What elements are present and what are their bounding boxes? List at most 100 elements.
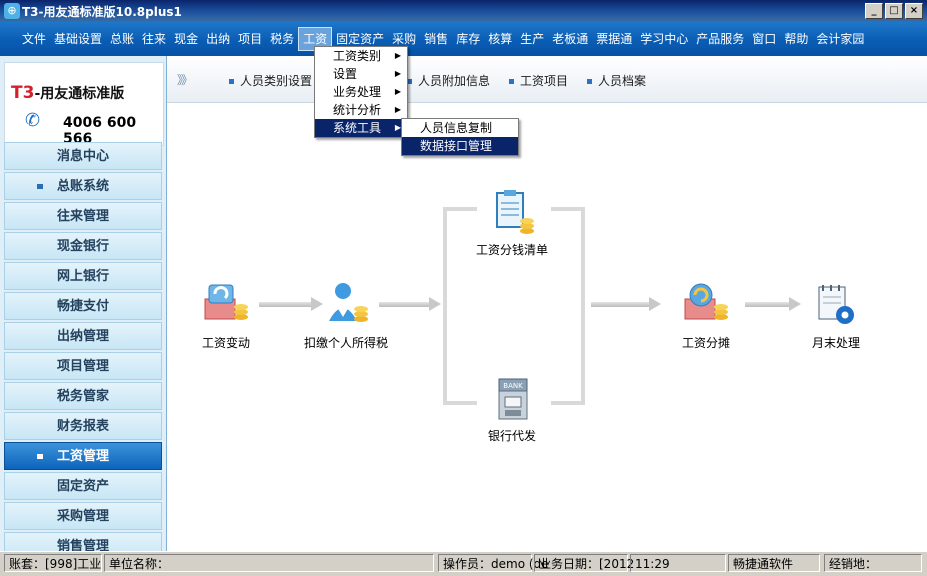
nav-item-financial-reports[interactable]: 财务报表 — [4, 412, 162, 440]
status-business-date: 业务日期：[2012 — [534, 554, 634, 572]
nav-item-message-center[interactable]: 消息中心 — [4, 142, 162, 170]
menu-receivables[interactable]: 往来 — [142, 32, 167, 46]
menu-project[interactable]: 项目 — [238, 32, 263, 46]
branch-bracket-right — [551, 207, 585, 405]
flow-node-salary-change[interactable]: 工资变动 — [171, 281, 281, 351]
flow-arrow — [379, 297, 441, 311]
menu-sales[interactable]: 销售 — [424, 32, 449, 46]
bullet-icon — [37, 454, 43, 459]
flow-node-cash-list[interactable]: 工资分钱清单 — [457, 189, 567, 259]
toolbar-person-extra-info[interactable]: 人员附加信息 — [407, 72, 490, 89]
menu-help[interactable]: 帮助 — [784, 32, 809, 46]
menu-purchase[interactable]: 采购 — [392, 32, 417, 46]
menu-cashier[interactable]: 出纳 — [206, 32, 231, 46]
menu-boss[interactable]: 老板通 — [552, 32, 589, 46]
module-nav-list: 消息中心 总账系统 往来管理 现金银行 网上银行 畅捷支付 出纳管理 项目管理 … — [4, 142, 162, 562]
menu-basic-settings[interactable]: 基础设置 — [54, 32, 103, 46]
nav-item-quick-pay[interactable]: 畅捷支付 — [4, 292, 162, 320]
status-vendor: 畅捷通软件 — [728, 554, 820, 572]
menu-item-statistics[interactable]: 统计分析▶ — [333, 103, 401, 117]
status-unit-name: 单位名称： — [104, 554, 434, 572]
flow-node-bank-payroll[interactable]: BANK 银行代发 — [457, 377, 567, 447]
node-label: 工资分钱清单 — [475, 243, 548, 257]
flow-node-salary-allocation[interactable]: 工资分摊 — [651, 281, 761, 351]
expand-arrow-icon[interactable]: 》》 — [177, 73, 193, 87]
node-label: 工资变动 — [201, 336, 250, 350]
bullet-icon — [229, 79, 234, 84]
menu-item-data-interface[interactable]: 数据接口管理 — [402, 137, 518, 155]
svg-text:BANK: BANK — [503, 382, 523, 390]
nav-item-fixed-assets[interactable]: 固定资产 — [4, 472, 162, 500]
system-tools-submenu: 人员信息复制 数据接口管理 — [401, 118, 519, 156]
menu-inventory[interactable]: 库存 — [456, 32, 481, 46]
menu-general-ledger[interactable]: 总账 — [110, 32, 135, 46]
menu-tax[interactable]: 税务 — [270, 32, 295, 46]
menu-file[interactable]: 文件 — [22, 32, 47, 46]
menu-item-copy-person-info[interactable]: 人员信息复制 — [420, 121, 493, 135]
nav-item-purchase[interactable]: 采购管理 — [4, 502, 162, 530]
nav-item-salary[interactable]: 工资管理 — [4, 442, 162, 470]
menu-item-system-tools[interactable]: 系统工具▶ — [315, 119, 407, 137]
maximize-button[interactable]: □ — [885, 3, 903, 19]
brand-name: T3-用友通标准版 — [11, 83, 125, 103]
close-button[interactable]: × — [905, 3, 923, 19]
status-operator: 操作员：demo (de — [438, 554, 549, 572]
bullet-icon — [587, 79, 592, 84]
bullet-icon — [509, 79, 514, 84]
toolbar-person-category[interactable]: 人员类别设置 — [229, 72, 312, 89]
nav-item-receivables[interactable]: 往来管理 — [4, 202, 162, 230]
submenu-arrow-icon: ▶ — [394, 87, 401, 96]
menu-accounting[interactable]: 核算 — [488, 32, 513, 46]
allocation-icon — [684, 283, 728, 320]
toolbar-personnel-files[interactable]: 人员档案 — [587, 72, 646, 89]
flow-node-income-tax[interactable]: 扣缴个人所得税 — [291, 281, 401, 351]
bank-icon: BANK — [498, 378, 528, 420]
status-time: 11:29 — [630, 554, 726, 572]
calendar-gear-icon — [818, 285, 854, 324]
menu-item-settings[interactable]: 设置▶ — [333, 67, 401, 81]
minimize-button[interactable]: _ — [865, 3, 883, 19]
salary-change-icon — [204, 284, 248, 320]
submenu-arrow-icon: ▶ — [394, 105, 401, 114]
node-label: 月末处理 — [811, 336, 860, 350]
submenu-arrow-icon: ▶ — [394, 69, 401, 78]
title-bar: ⊕ T3-用友通标准版10.8plus1 _ □ × — [0, 0, 927, 22]
nav-item-online-bank[interactable]: 网上银行 — [4, 262, 162, 290]
clipboard-icon — [496, 190, 534, 234]
nav-item-project[interactable]: 项目管理 — [4, 352, 162, 380]
menu-bar: 文件 基础设置 总账 往来 现金 出纳 项目 税务 工资 固定资产 采购 销售 … — [0, 22, 927, 56]
branch-bracket-left — [443, 207, 477, 405]
submenu-arrow-icon: ▶ — [394, 123, 401, 132]
menu-item-business-process[interactable]: 业务处理▶ — [333, 85, 401, 99]
menu-production[interactable]: 生产 — [520, 32, 545, 46]
node-label: 扣缴个人所得税 — [303, 336, 388, 350]
status-bar: 账套：[998]工业 单位名称： 操作员：demo (de 业务日期：[2012… — [0, 551, 927, 576]
nav-item-cash-bank[interactable]: 现金银行 — [4, 232, 162, 260]
phone-icon: ✆ — [25, 110, 41, 131]
menu-learning[interactable]: 学习中心 — [640, 32, 689, 46]
nav-item-tax[interactable]: 税务管家 — [4, 382, 162, 410]
module-toolbar: 》》 人员类别设置 人员附加信息 工资项目 人员档案 — [167, 56, 927, 103]
node-label: 银行代发 — [487, 429, 536, 443]
salary-dropdown-menu: 工资类别▶ 设置▶ 业务处理▶ 统计分析▶ 系统工具▶ — [314, 46, 408, 138]
menu-fixed-assets[interactable]: 固定资产 — [336, 32, 385, 46]
window-title: T3-用友通标准版10.8plus1 — [22, 5, 182, 19]
menu-cash[interactable]: 现金 — [174, 32, 199, 46]
app-icon: ⊕ — [4, 3, 20, 19]
person-tax-icon — [329, 283, 368, 322]
flow-node-month-end[interactable]: 月末处理 — [781, 281, 891, 351]
node-label: 工资分摊 — [681, 336, 730, 350]
nav-item-cashier[interactable]: 出纳管理 — [4, 322, 162, 350]
left-navigation-panel: T3-用友通标准版 ✆ 4006 600 566 消息中心 总账系统 往来管理 … — [0, 56, 167, 560]
nav-item-general-ledger[interactable]: 总账系统 — [4, 172, 162, 200]
menu-product-service[interactable]: 产品服务 — [696, 32, 745, 46]
menu-window[interactable]: 窗口 — [752, 32, 777, 46]
menu-accountant-home[interactable]: 会计家园 — [816, 32, 865, 46]
submenu-arrow-icon: ▶ — [394, 51, 401, 60]
bullet-icon — [407, 79, 412, 84]
menu-invoice[interactable]: 票据通 — [596, 32, 633, 46]
menu-item-salary-category[interactable]: 工资类别▶ — [333, 49, 401, 63]
toolbar-salary-items[interactable]: 工资项目 — [509, 72, 568, 89]
brand-logo: T3-用友通标准版 ✆ 4006 600 566 — [4, 62, 164, 147]
bullet-icon — [37, 184, 43, 189]
